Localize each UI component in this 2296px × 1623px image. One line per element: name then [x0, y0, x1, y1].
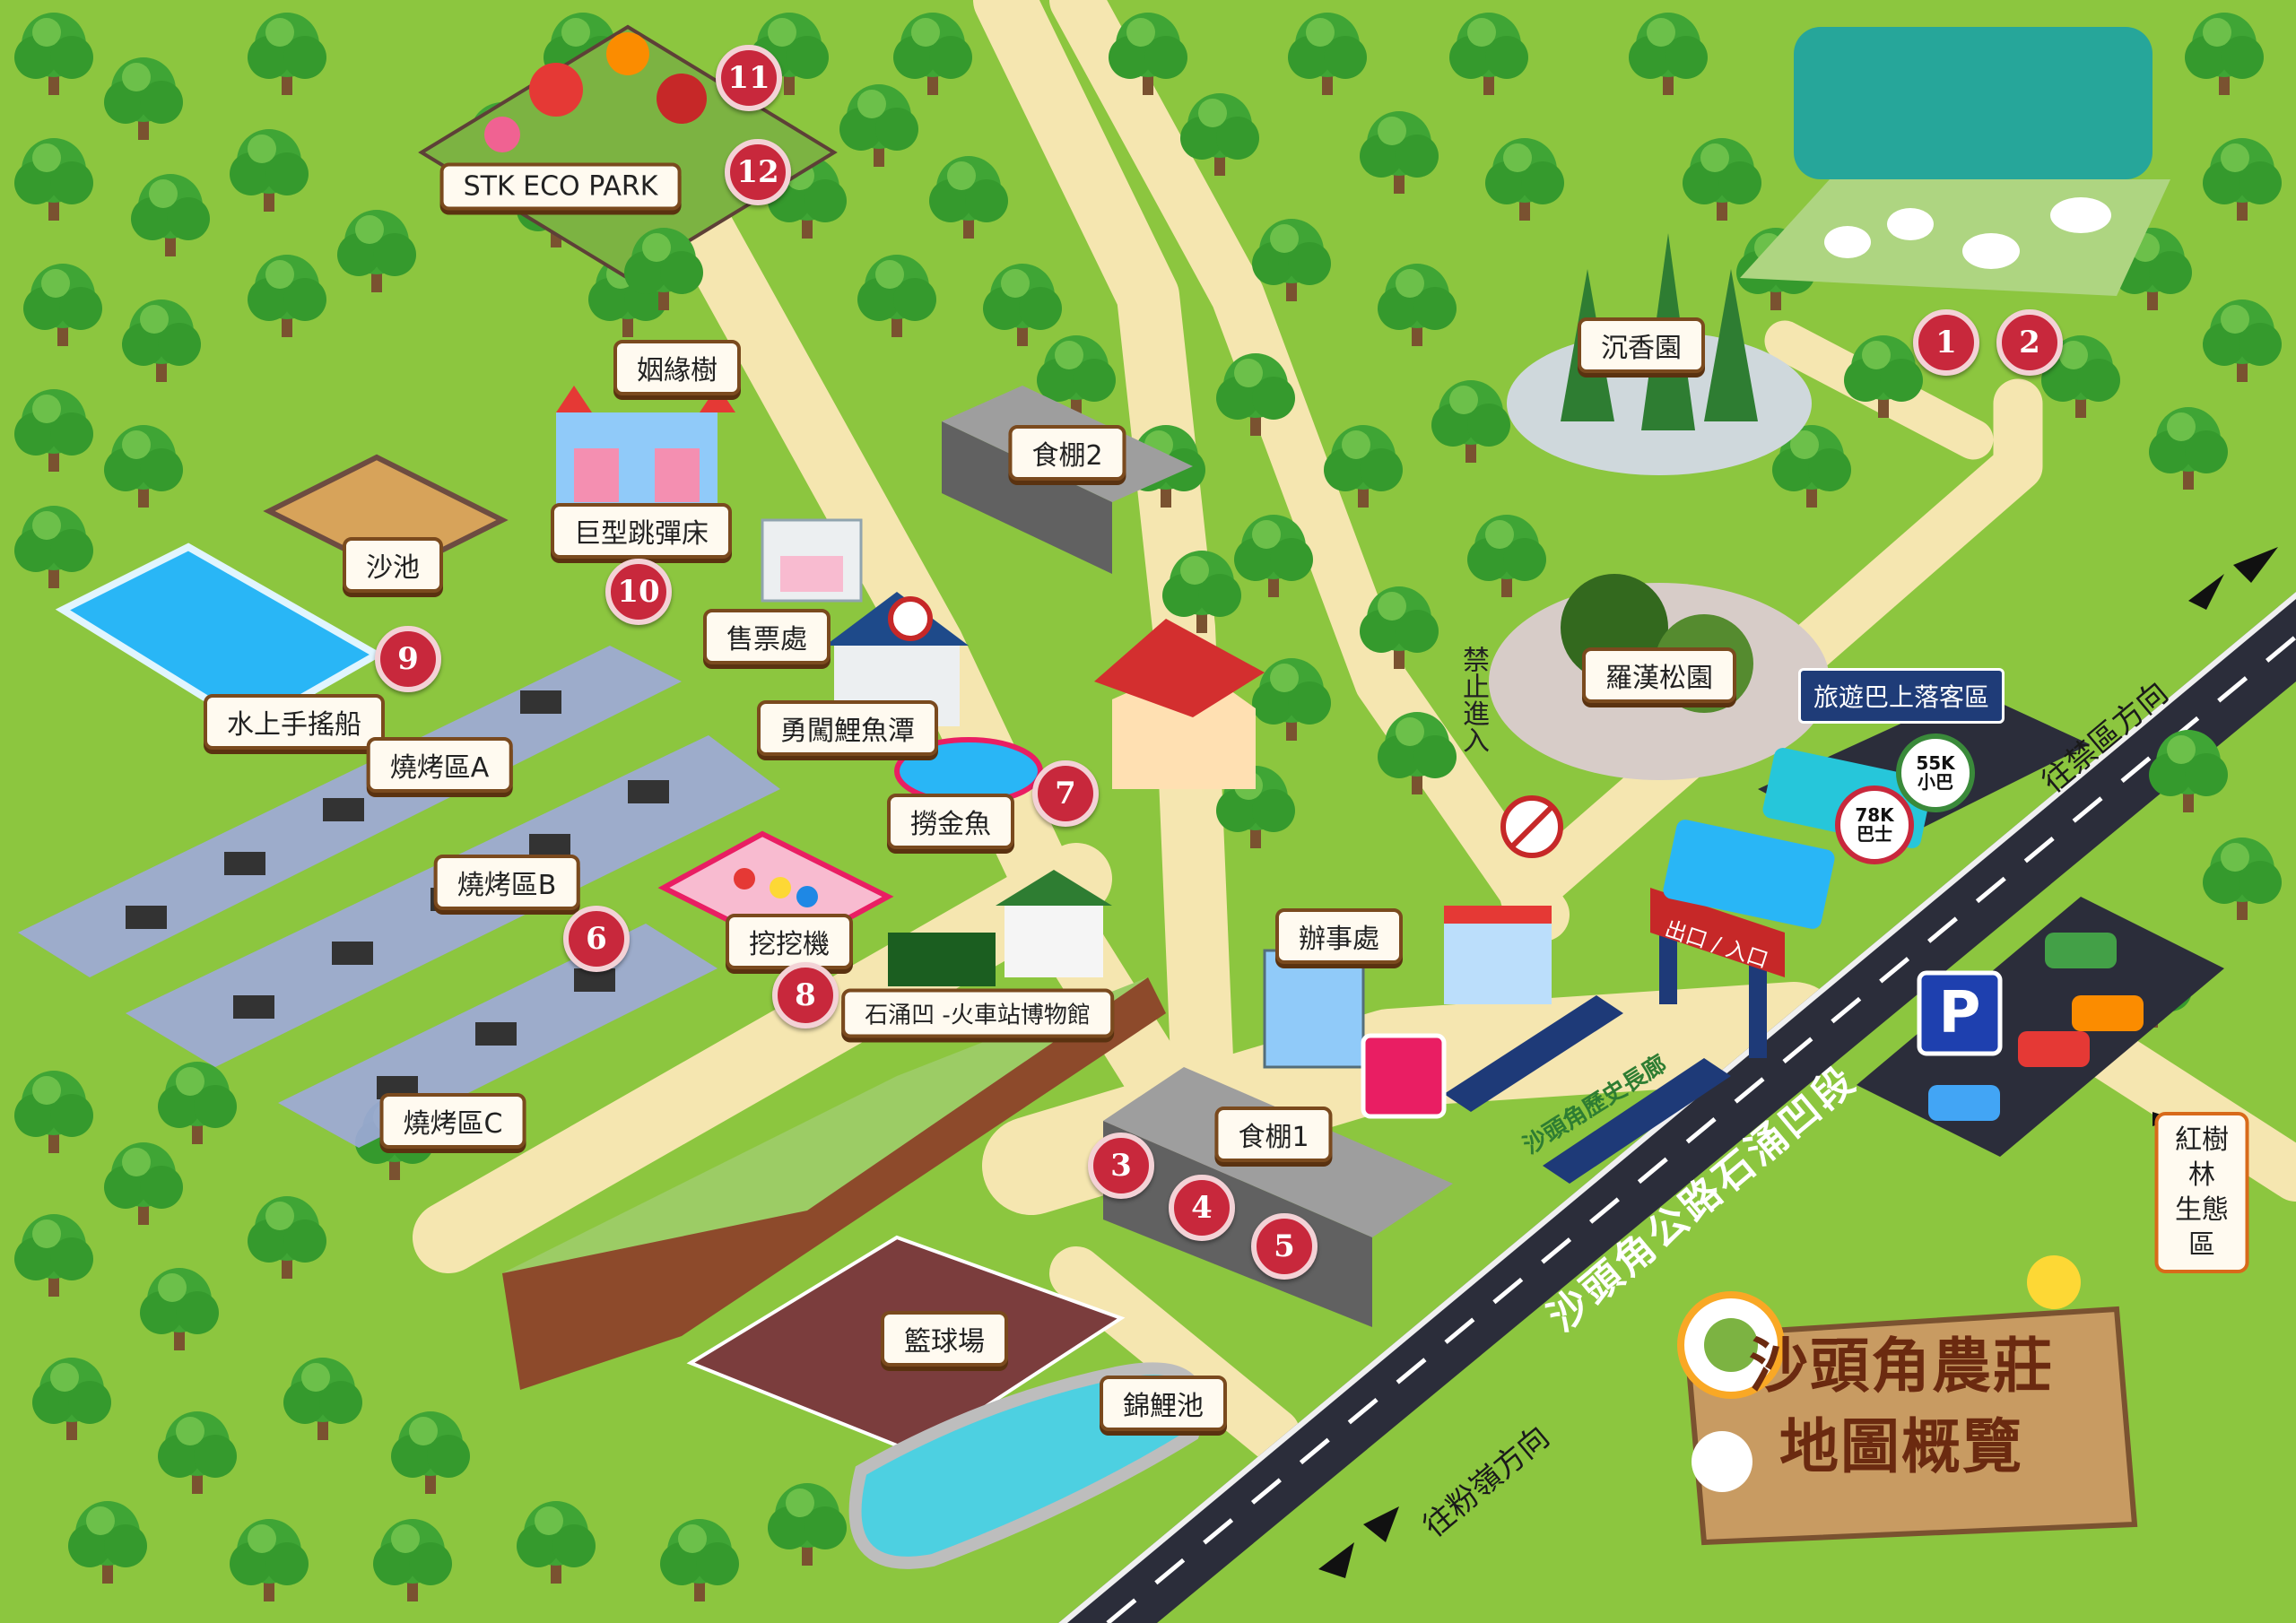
kiosk-drawing: [1444, 906, 1552, 1004]
bus-stop-78k-route: 78K: [1855, 804, 1894, 826]
label-bbq-a[interactable]: 燒烤區A: [366, 737, 513, 793]
badge-1[interactable]: 1: [1913, 309, 1979, 376]
label-marriage-tree[interactable]: 姻緣樹: [613, 340, 741, 395]
flower-beds: [484, 32, 707, 152]
title-board: 沙頭角農莊 地圖概覽: [1686, 1300, 2117, 1533]
label-basketball[interactable]: 籃球場: [881, 1311, 1008, 1367]
badge-5[interactable]: 5: [1251, 1213, 1318, 1280]
badge-7[interactable]: 7: [1032, 760, 1099, 827]
title-board-drawing: [1677, 1255, 2138, 1546]
label-podocarpus[interactable]: 羅漢松園: [1582, 647, 1736, 703]
label-eco-park[interactable]: STK ECO PARK: [439, 162, 682, 211]
badge-3[interactable]: 3: [1088, 1133, 1154, 1199]
label-food-shed-1[interactable]: 食棚1: [1214, 1107, 1333, 1162]
map-title-line1: 沙頭角農莊: [1749, 1331, 2054, 1401]
label-bbq-c[interactable]: 燒烤區C: [379, 1093, 526, 1149]
bus-dropoff-sign[interactable]: 旅遊巴上落客區: [1797, 668, 2005, 724]
badge-4[interactable]: 4: [1169, 1175, 1235, 1241]
label-food-shed-2[interactable]: 食棚2: [1008, 425, 1126, 481]
badge-8[interactable]: 8: [772, 962, 839, 1028]
badge-9[interactable]: 9: [375, 626, 441, 692]
label-sandpit[interactable]: 沙池: [343, 537, 443, 593]
badge-6[interactable]: 6: [563, 906, 630, 972]
parking-sign-bg: [1917, 970, 2003, 1056]
animal-corner-wall: [1794, 27, 2152, 179]
label-excavator[interactable]: 挖挖機: [726, 914, 853, 969]
label-office[interactable]: 辦事處: [1275, 908, 1403, 964]
label-water-boat[interactable]: 水上手搖船: [204, 694, 385, 750]
mangrove-sign[interactable]: 紅樹林 生態區: [2154, 1112, 2249, 1273]
label-bbq-b[interactable]: 燒烤區B: [433, 855, 580, 910]
bus-stop-78k[interactable]: 78K 巴士: [1835, 785, 1914, 864]
parked-cars: [1928, 933, 2144, 1121]
badge-2[interactable]: 2: [1996, 309, 2063, 376]
badge-12[interactable]: 12: [725, 139, 791, 205]
no-entry-text: 禁止進入: [1457, 646, 1489, 753]
office-building: [1263, 949, 1365, 1069]
label-carp-pond-game[interactable]: 勇闖鯉魚潭: [757, 700, 938, 756]
entrance-gate: [1650, 888, 1785, 1058]
bus-stop-55k-route: 55K: [1916, 752, 1955, 774]
toilet-sign: [1361, 1033, 1447, 1119]
ticket-booth-drawing: [761, 518, 863, 603]
bus-1: [1663, 820, 1835, 929]
bus-stop-78k-type: 巴士: [1857, 823, 1892, 845]
label-goldfish[interactable]: 撈金魚: [887, 794, 1014, 849]
parking-icon[interactable]: P: [1938, 980, 1981, 1046]
mangrove-line2: 生態區: [2175, 1194, 2229, 1261]
label-koi-pond[interactable]: 錦鯉池: [1100, 1376, 1227, 1431]
label-bouncy-castle[interactable]: 巨型跳彈床: [551, 503, 732, 559]
bus-stop-55k-type: 小巴: [1918, 771, 1953, 793]
badge-10[interactable]: 10: [605, 559, 672, 625]
train-museum-drawing: [888, 870, 1112, 986]
label-train-museum[interactable]: 石涌凹 -火車站博物館: [841, 988, 1114, 1038]
label-agarwood[interactable]: 沉香園: [1578, 317, 1705, 373]
history-corridor-panels: [1444, 995, 1731, 1184]
map-title-line2: 地圖概覽: [1779, 1411, 2023, 1481]
label-ticket-office[interactable]: 售票處: [703, 609, 831, 664]
badge-11[interactable]: 11: [716, 45, 782, 111]
house-drawing: [1094, 619, 1265, 789]
mangrove-line1: 紅樹林: [2175, 1124, 2229, 1191]
bus-stop-55k[interactable]: 55K 小巴: [1896, 733, 1975, 812]
